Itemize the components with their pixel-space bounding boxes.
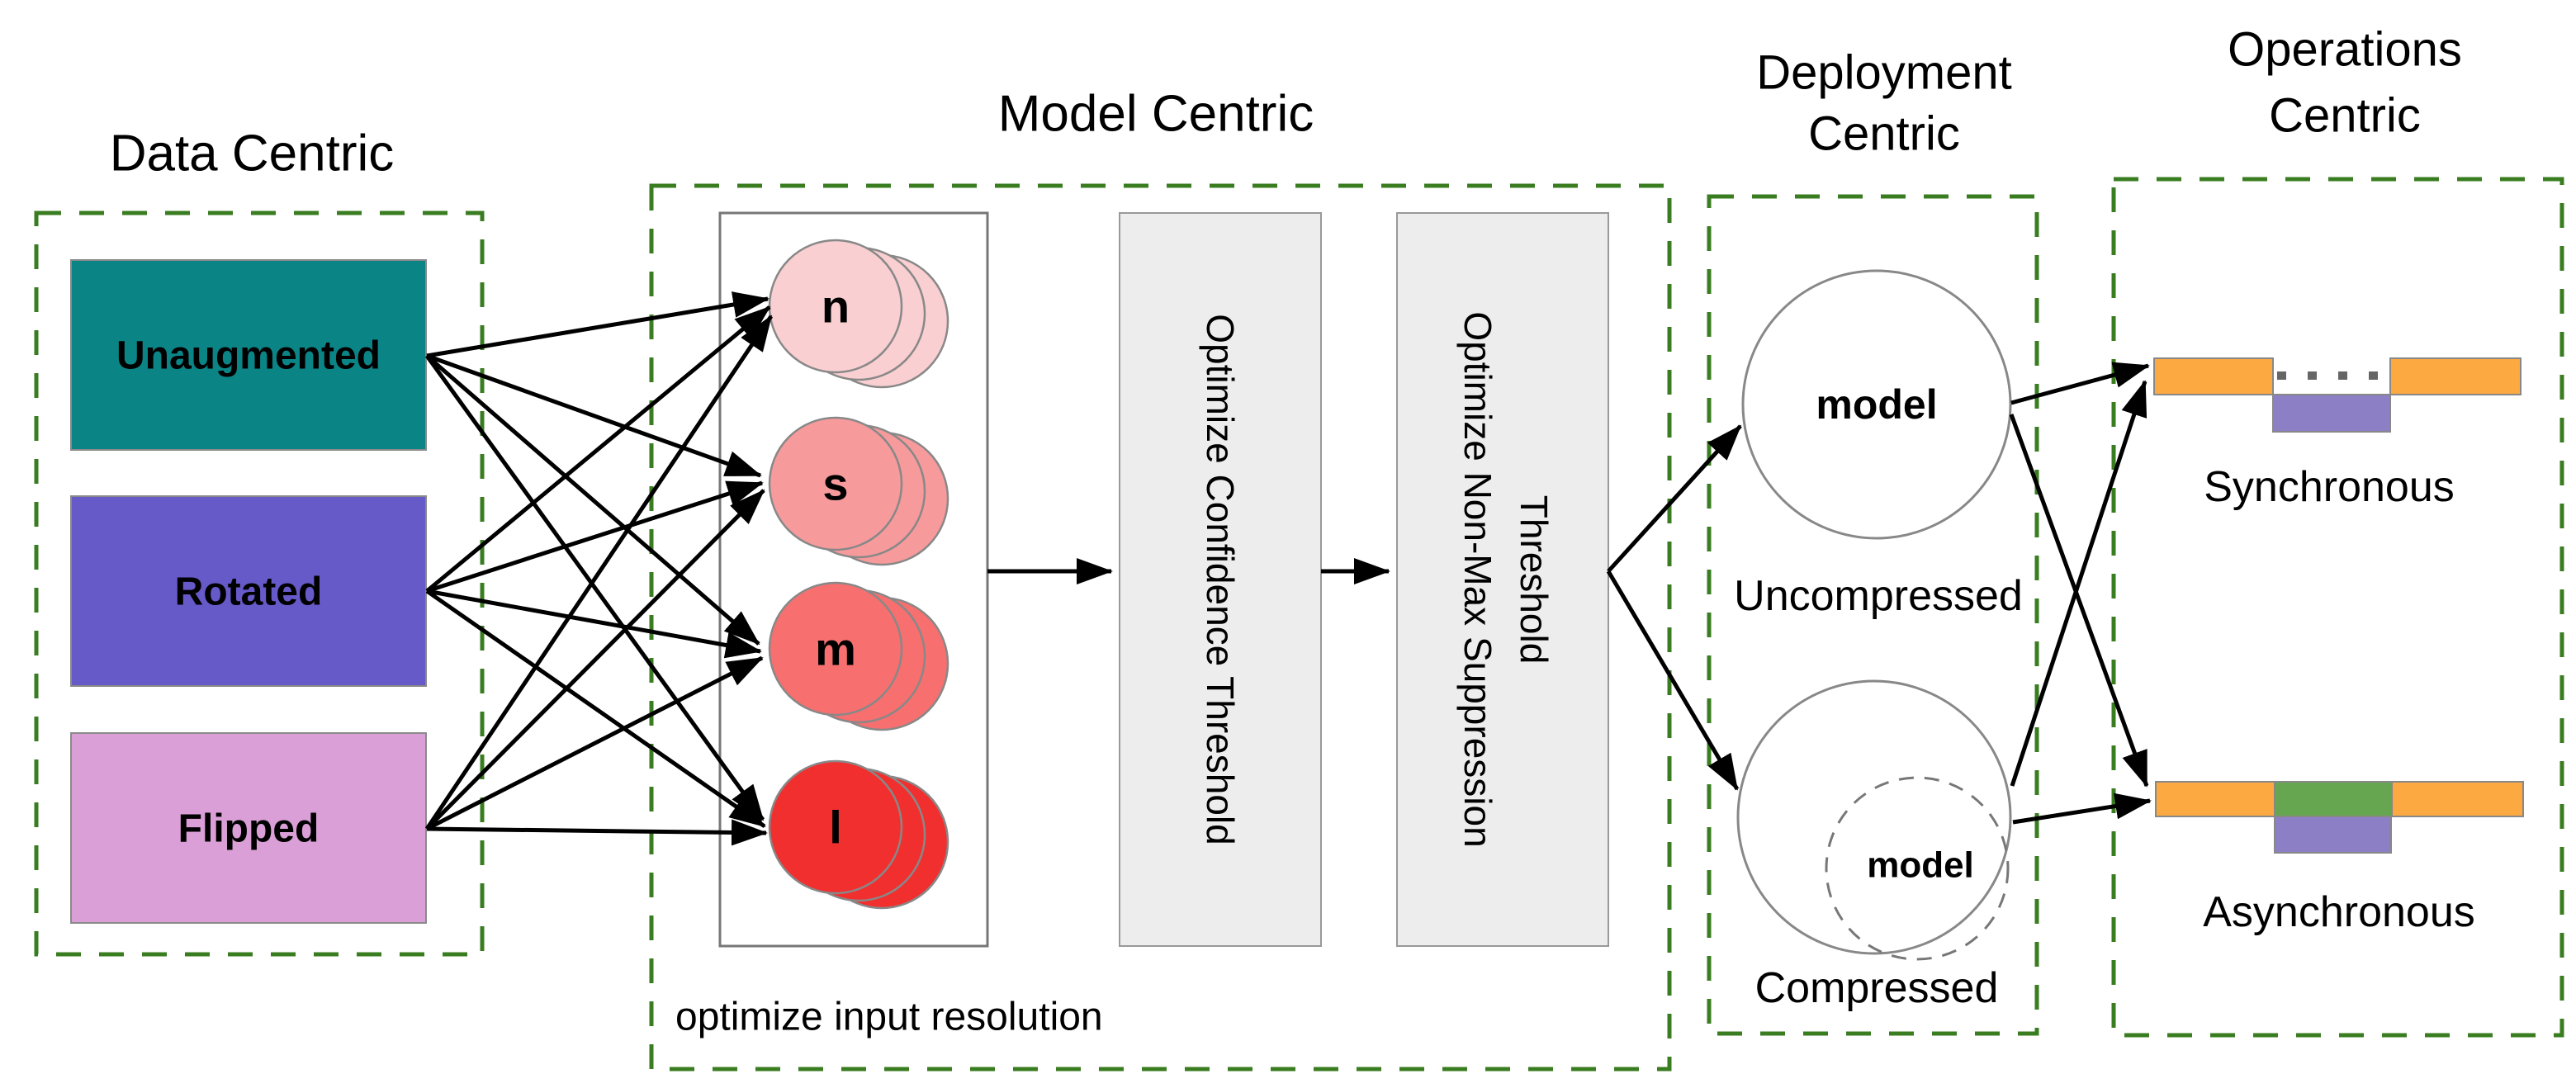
model-size-label-l: l: [829, 802, 842, 854]
stack-front-circle: [768, 759, 903, 895]
synchronous-label: Synchronous: [2204, 463, 2455, 511]
operations-centric-title-line1: Operations: [2228, 23, 2462, 77]
synchronous-timeline: Synchronous: [2153, 357, 2522, 511]
model-centric-title: Model Centric: [998, 86, 1314, 143]
async-green-bar: [2274, 781, 2393, 817]
async-purple-bar: [2274, 816, 2392, 854]
rotated-label: Rotated: [175, 570, 323, 614]
arrow-rotated-to-s: [426, 480, 764, 594]
model-size-stack-s: s: [768, 416, 949, 566]
arrow-nms-to-compressed: [1606, 570, 1740, 791]
model-size-label-s: s: [822, 458, 848, 510]
deployment-centric-dashed-box: [1707, 194, 2039, 1036]
compressed-label: Compressed: [1755, 964, 1999, 1012]
arrow-compressed-to-asynchronous: [2012, 792, 2152, 825]
model-centric-section: Model Centric n s m l optimize: [649, 86, 1672, 1072]
arrow-flipped-to-n: [424, 315, 774, 830]
uncompressed-label: Uncompressed: [1734, 572, 2023, 620]
asynchronous-label: Asynchronous: [2203, 888, 2475, 936]
model-size-stack-m: m: [768, 581, 949, 731]
uncompressed-model-text: model: [1816, 381, 1937, 428]
confidence-threshold-box: [1119, 212, 1322, 947]
sync-left-orange-bar: [2153, 357, 2274, 395]
sync-right-orange-bar: [2389, 357, 2522, 395]
flipped-label: Flipped: [178, 807, 320, 851]
operations-centric-dashed-box: [2111, 177, 2564, 1038]
confidence-threshold-text: Optimize Confidence Threshold: [1199, 314, 1242, 845]
arrow-flipped-to-s: [425, 489, 765, 830]
deployment-centric-title-line2: Centric: [1808, 107, 1960, 161]
model-centric-dashed-box: [649, 183, 1672, 1072]
arrow-unaugmented-to-l: [424, 354, 765, 821]
arrow-rotated-to-l: [425, 589, 766, 829]
async-right-orange-bar: [2391, 781, 2524, 817]
arrow-nms-to-uncompressed: [1607, 424, 1742, 573]
asynchronous-timeline: Asynchronous: [2155, 781, 2524, 936]
arrow-compressed-to-synchronous: [2010, 380, 2147, 787]
async-left-orange-bar: [2155, 781, 2275, 817]
arrow-unaugmented-to-m: [425, 354, 760, 646]
stack-front-circle: [768, 581, 903, 717]
stack-front-circle: [768, 416, 903, 551]
model-size-label-m: m: [815, 623, 856, 675]
arrow-rotated-to-m: [426, 589, 762, 659]
arrow-rotated-to-n: [425, 305, 771, 593]
deployment-centric-section: Deployment Centric model Uncompressed mo…: [1707, 46, 2039, 1036]
sync-purple-bar: [2272, 394, 2391, 433]
optimize-input-resolution-caption: optimize input resolution: [675, 996, 1103, 1039]
data-centric-title: Data Centric: [110, 125, 395, 182]
nms-threshold-box: [1396, 212, 1609, 947]
compressed-model-text: model: [1867, 845, 1974, 886]
arrow-uncompressed-to-asynchronous: [2009, 414, 2149, 788]
operations-centric-section: Operations Centric Synchronous Asynchron…: [2111, 23, 2564, 1038]
unaugmented-label: Unaugmented: [116, 334, 381, 378]
deployment-centric-title-line1: Deployment: [1756, 46, 2011, 100]
model-size-stack-l: l: [768, 759, 949, 910]
flipped-box: [70, 732, 427, 924]
data-centric-dashed-box: [34, 211, 485, 957]
model-size-label-n: n: [822, 281, 850, 333]
arrow-unaugmented-to-n: [426, 291, 769, 358]
rotated-box: [70, 495, 427, 687]
arrow-flipped-to-m: [425, 655, 764, 831]
nms-threshold-text-line1: Optimize Non-Max Suppression: [1456, 311, 1499, 847]
arrow-uncompressed-to-synchronous: [2010, 362, 2150, 405]
model-size-stack-n: n: [768, 239, 949, 389]
nms-threshold-text-line2: Threshold: [1513, 495, 1556, 665]
uncompressed-model-circle: [1741, 269, 2012, 540]
arrow-flipped-to-l: [426, 819, 768, 846]
operations-centric-title-line2: Centric: [2269, 89, 2421, 143]
arrow-unaugmented-to-s: [426, 353, 762, 478]
compressed-model-inner-dashed-circle: [1825, 776, 2010, 961]
data-centric-section: Data Centric Unaugmented Rotated Flipped: [34, 125, 485, 957]
unaugmented-box: [70, 259, 427, 451]
arrows: [424, 291, 2152, 846]
compressed-model-outer-circle: [1736, 679, 2012, 955]
